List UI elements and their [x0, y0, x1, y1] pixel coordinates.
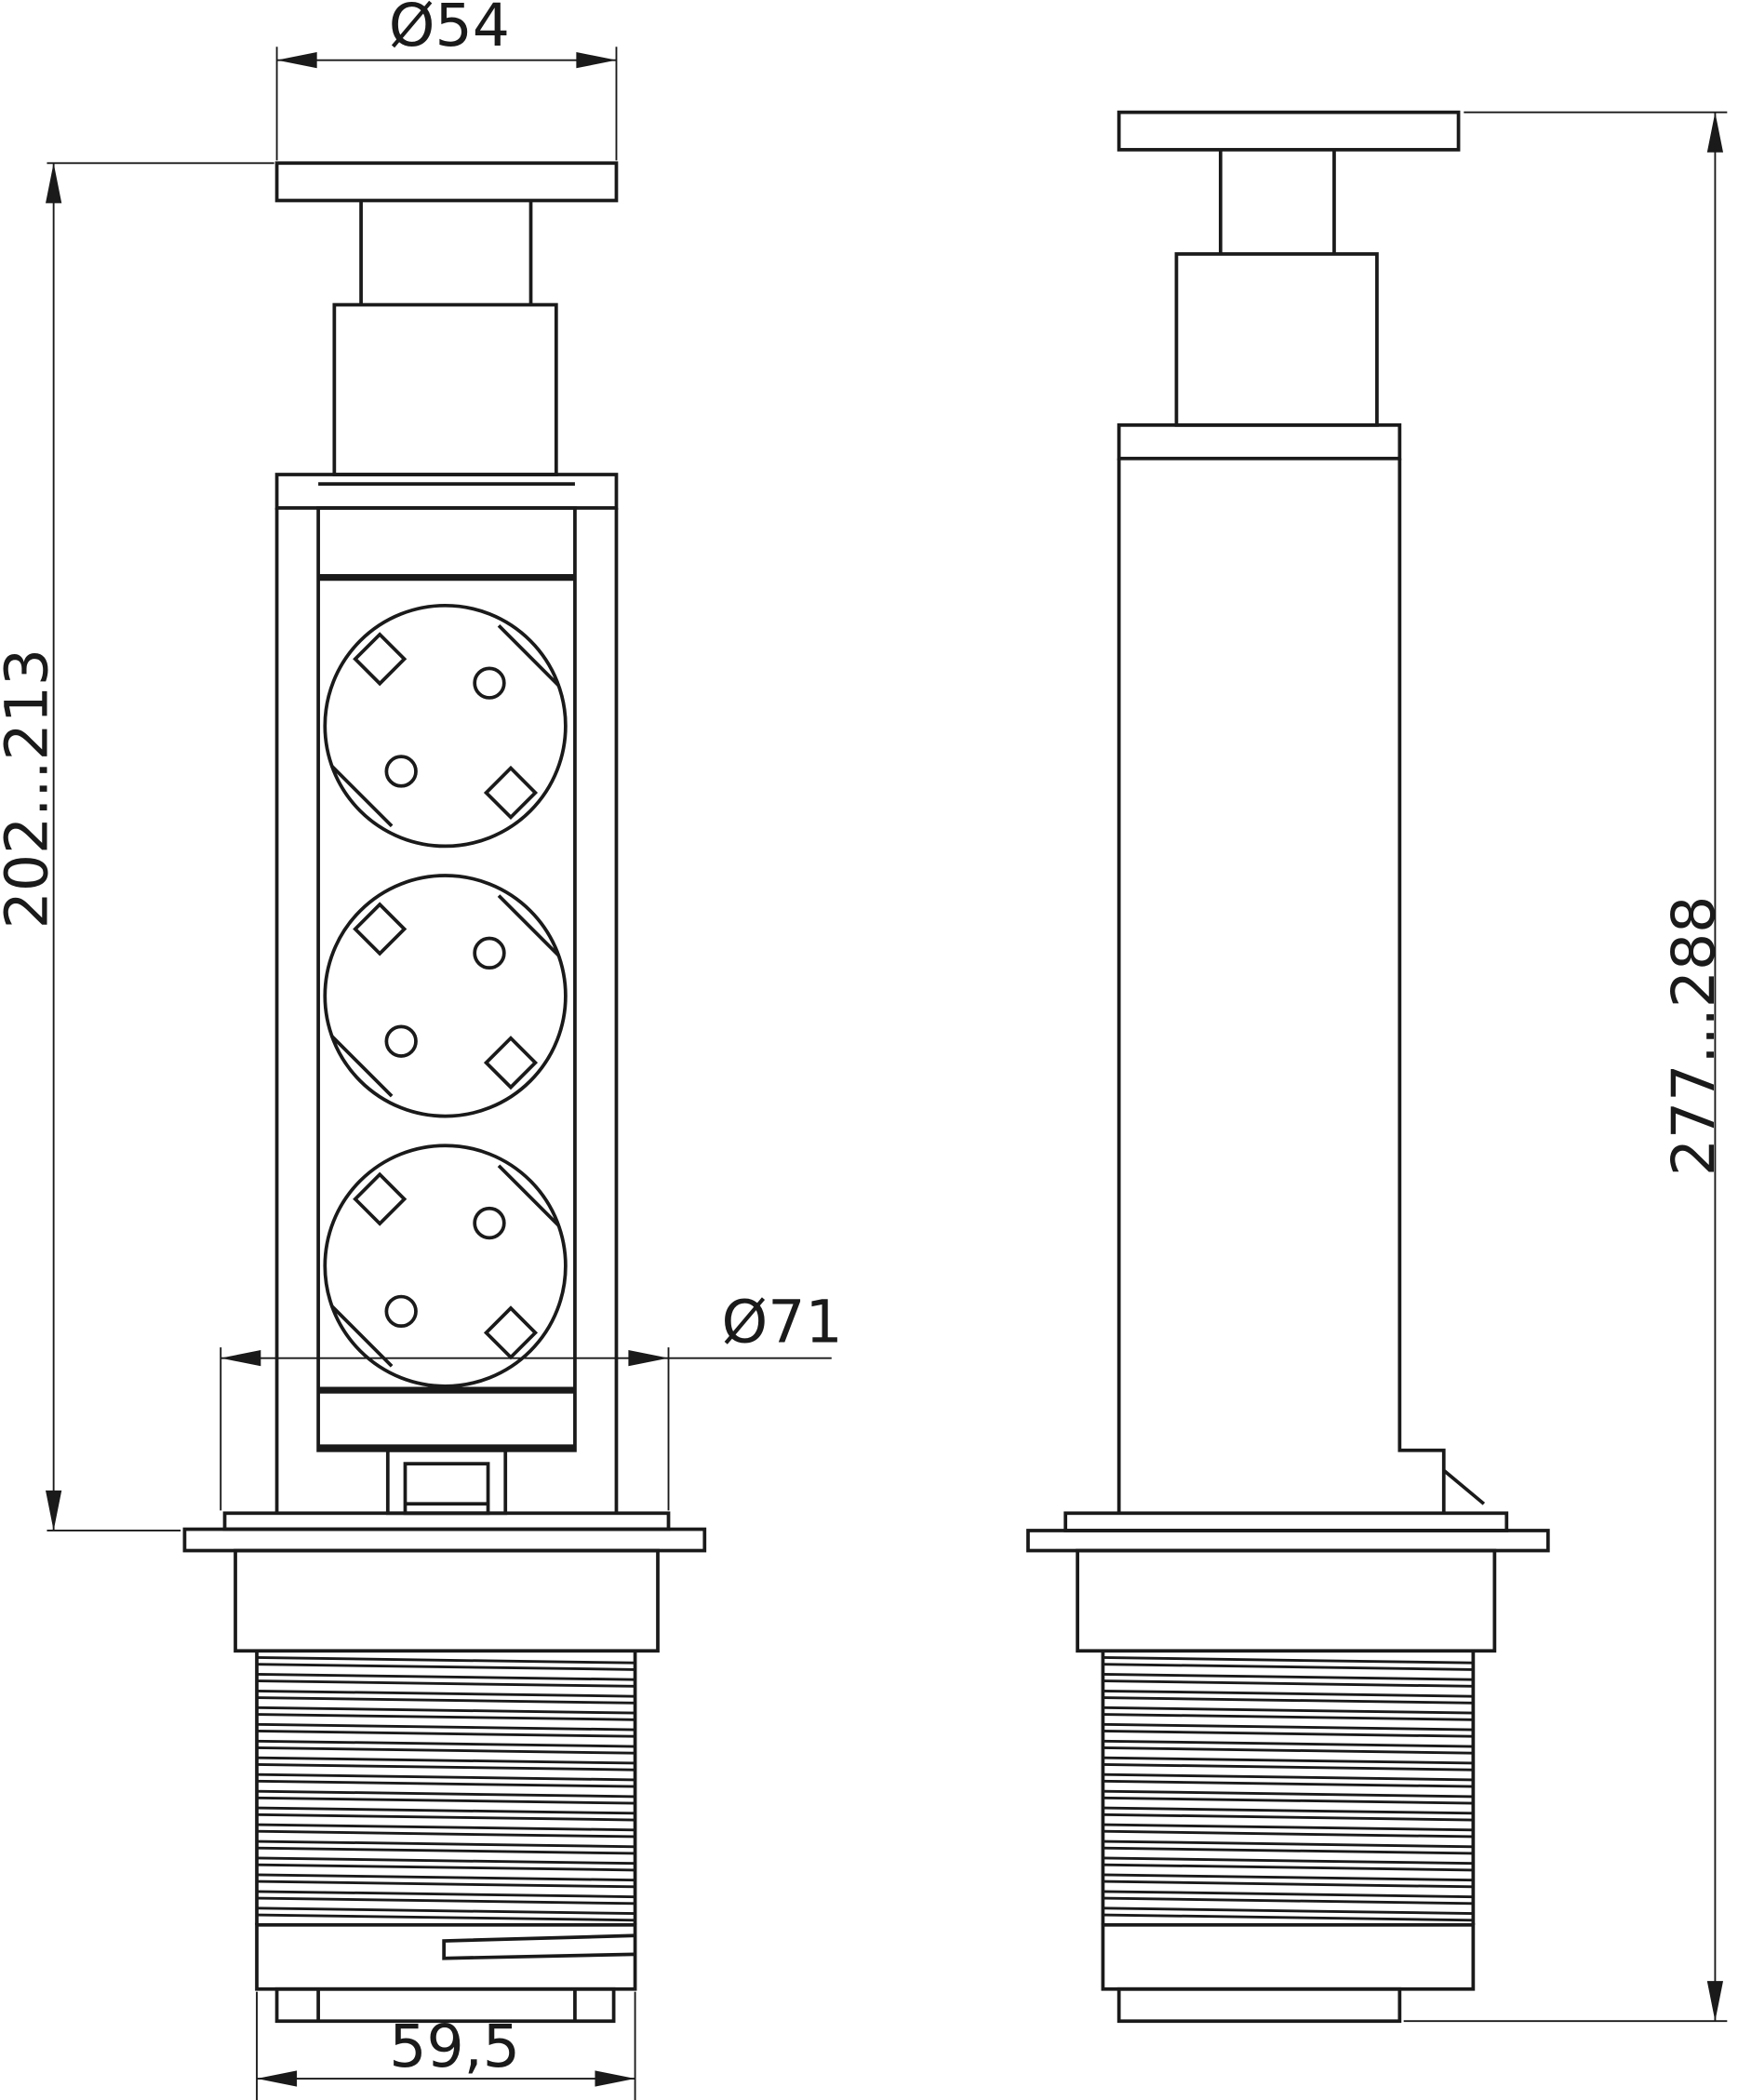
dimension-label-side-height: 277...288 — [1659, 896, 1728, 1177]
earth-clip — [353, 1171, 408, 1226]
earth-clip — [353, 902, 408, 956]
earth-clip — [483, 765, 539, 820]
socket-hole — [473, 936, 506, 970]
schuko-socket — [323, 1144, 568, 1388]
socket-hole — [384, 1294, 418, 1329]
flange — [182, 1511, 707, 1653]
thread — [1101, 1651, 1476, 1925]
socket-hole — [384, 1024, 418, 1058]
front-view: Ø54 Ø71 59,5 202...213 — [0, 0, 843, 2100]
earth-clip — [353, 632, 408, 687]
dimension-front-height: 202...213 — [0, 162, 274, 1532]
dimension-label-thread: 59,5 — [389, 2012, 520, 2080]
dimension-label-top: Ø54 — [389, 0, 510, 60]
side-view: 277...288 — [1026, 110, 1728, 2024]
socket-group — [323, 603, 568, 1388]
schuko-socket — [323, 603, 568, 849]
earth-clip — [483, 1305, 539, 1360]
schuko-socket — [323, 874, 568, 1118]
cap — [274, 161, 619, 476]
socket-hole — [384, 755, 418, 788]
socket-hole — [473, 1206, 506, 1240]
thread — [255, 1651, 637, 1925]
bottom-ring — [255, 1922, 637, 2024]
dimension-thread-width: 59,5 — [256, 1991, 636, 2100]
dimension-side-height: 277...288 — [1403, 111, 1728, 2023]
dimension-label-base: Ø71 — [722, 1287, 843, 1356]
dimension-label-front-height: 202...213 — [0, 649, 60, 930]
earth-clip — [483, 1036, 539, 1090]
socket-hole — [473, 666, 506, 700]
body-housing — [274, 473, 619, 1516]
dimension-top-diameter: Ø54 — [275, 0, 618, 161]
dimension-base-diameter: Ø71 — [220, 1287, 843, 1511]
